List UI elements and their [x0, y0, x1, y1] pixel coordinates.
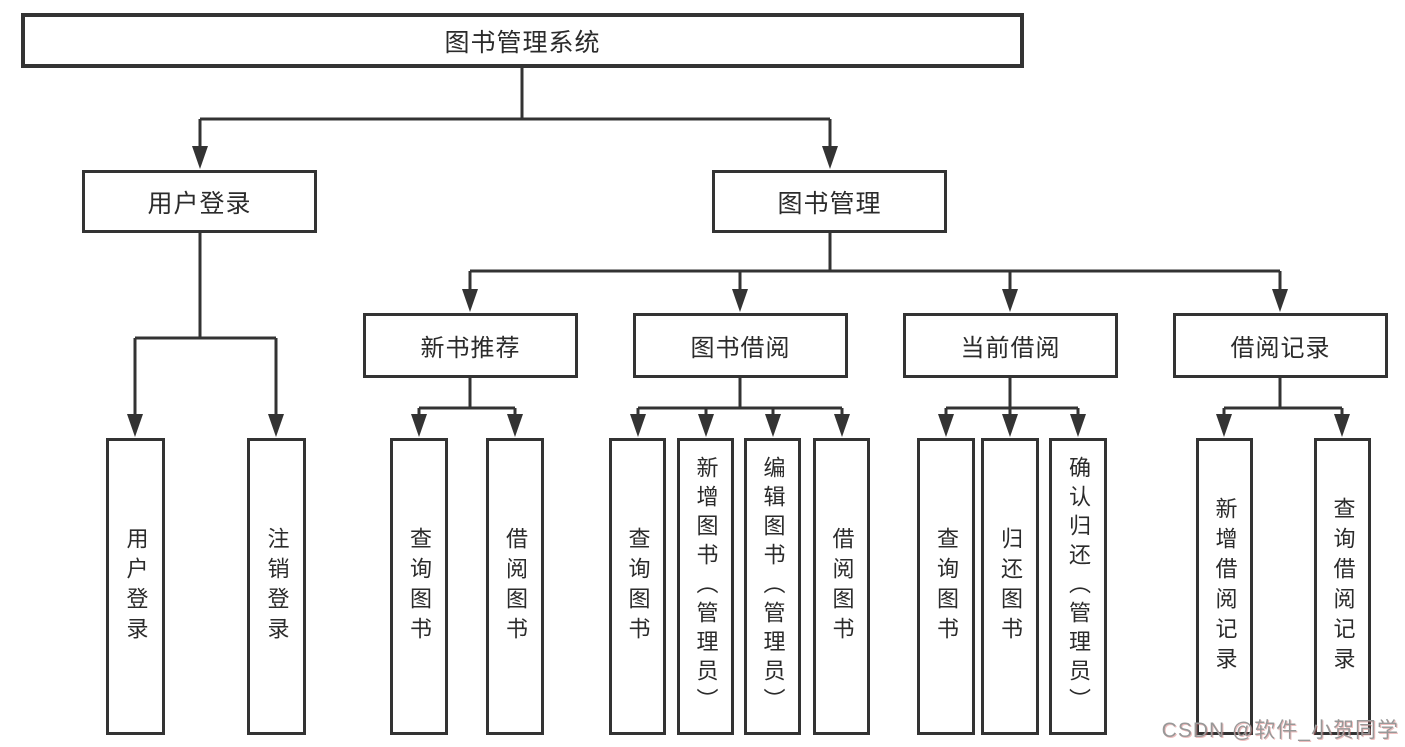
leaf-query-borrow-record: 查询借阅记录	[1314, 438, 1371, 735]
leaf-borrow-books: 借阅图书	[813, 438, 870, 735]
node-label: 借阅记录	[1230, 335, 1331, 362]
leaf-borrow-books-recommend: 借阅图书	[486, 438, 544, 735]
leaf-add-borrow-record: 新增借阅记录	[1196, 438, 1253, 735]
node-root-library-system: 图书管理系统	[21, 13, 1024, 68]
leaf-confirm-return-admin: 确认归还（管理员）	[1049, 438, 1107, 735]
leaf-label: 用户登录	[123, 526, 149, 647]
leaf-label: 确认归还（管理员）	[1066, 456, 1091, 717]
leaf-query-books-borrow: 查询图书	[609, 438, 666, 735]
node-label: 图书管理系统	[444, 28, 601, 57]
node-book-management: 图书管理	[712, 170, 947, 233]
leaf-query-books-recommend: 查询图书	[390, 438, 448, 735]
leaf-label: 借阅图书	[829, 526, 855, 647]
leaf-add-books-admin: 新增图书（管理员）	[677, 438, 734, 735]
node-label: 图书管理	[777, 189, 882, 218]
leaf-label: 查询图书	[625, 526, 651, 647]
node-user-login: 用户登录	[82, 170, 317, 233]
leaf-label: 查询图书	[934, 526, 959, 647]
leaf-edit-books-admin: 编辑图书（管理员）	[744, 438, 801, 735]
leaf-label: 查询图书	[407, 526, 432, 647]
node-label: 新书推荐	[420, 335, 521, 362]
node-borrow-records: 借阅记录	[1173, 313, 1388, 378]
node-label: 当前借阅	[960, 335, 1061, 362]
csdn-watermark: CSDN @软件_小贺同学	[1161, 719, 1399, 742]
leaf-query-books-current: 查询图书	[917, 438, 975, 735]
leaf-label: 注销登录	[264, 526, 290, 647]
node-label: 用户登录	[147, 189, 252, 218]
leaf-label: 新增图书（管理员）	[693, 456, 719, 717]
leaf-return-books: 归还图书	[981, 438, 1039, 735]
node-book-borrow: 图书借阅	[633, 313, 848, 378]
node-label: 图书借阅	[690, 335, 791, 362]
leaf-user-login: 用户登录	[106, 438, 165, 735]
node-current-borrow: 当前借阅	[903, 313, 1118, 378]
leaf-label: 归还图书	[998, 526, 1023, 647]
leaf-label: 编辑图书（管理员）	[760, 456, 786, 717]
leaf-label: 借阅图书	[503, 526, 528, 647]
node-new-book-recommend: 新书推荐	[363, 313, 578, 378]
arrowhead-icons	[127, 146, 1350, 437]
leaf-label: 新增借阅记录	[1212, 496, 1238, 677]
leaf-logout: 注销登录	[247, 438, 306, 735]
leaf-label: 查询借阅记录	[1330, 496, 1356, 677]
